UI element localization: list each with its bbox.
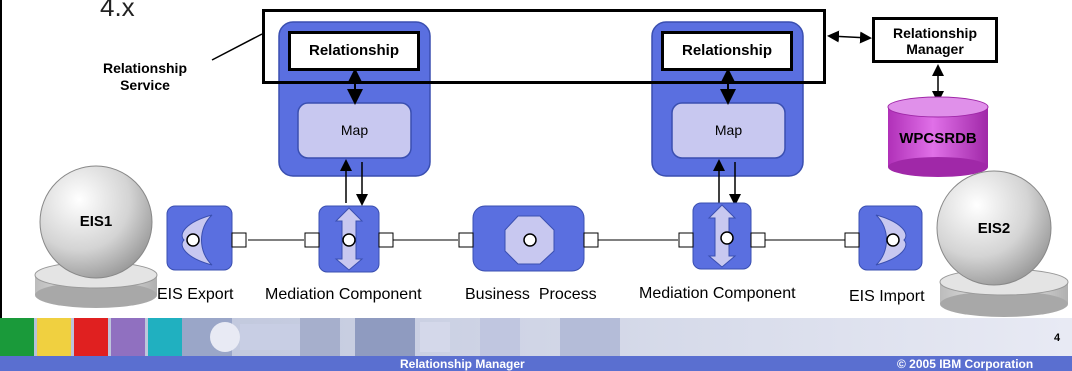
- footer-copyright: © 2005 IBM Corporation: [897, 357, 1034, 371]
- eis1-label: EIS1: [79, 213, 113, 230]
- business-process-component: [458, 205, 599, 272]
- left-map-label: Map: [340, 122, 369, 138]
- swatch-red: [74, 318, 108, 356]
- relationship-service-label: Relationship Service: [102, 60, 187, 93]
- service-pointer-line: [211, 33, 263, 61]
- swatch-green: [0, 318, 34, 356]
- mediation-right-label: Mediation Component: [639, 285, 796, 302]
- eis-import-label: EIS Import: [849, 288, 925, 305]
- footer-bar: [0, 356, 1072, 371]
- right-relationship-box: Relationship: [661, 31, 793, 71]
- mediation-left-label: Mediation Component: [265, 286, 422, 303]
- business-process-label: Business Process: [465, 286, 597, 303]
- photo-tile-2: [240, 324, 300, 350]
- eis1-system: [34, 165, 158, 308]
- swatch-teal: [148, 318, 182, 356]
- relationship-manager-box: Relationship Manager: [872, 17, 998, 63]
- footer-strip: [0, 318, 1072, 356]
- eis-export-component: [166, 205, 247, 271]
- page-title-fragment: 4.x: [100, 0, 135, 22]
- eis2-label: EIS2: [977, 220, 1011, 237]
- diagram-canvas: [34, 21, 1069, 317]
- left-relationship-box: Relationship: [288, 31, 420, 71]
- eis-export-label: EIS Export: [157, 286, 234, 303]
- left-border-rule: [0, 0, 2, 318]
- photo-tile-3: [300, 318, 340, 356]
- photo-tile-4: [355, 318, 415, 356]
- left-mediation-component: [304, 205, 394, 273]
- frame-to-manager-arrow: [827, 30, 872, 44]
- right-map-label: Map: [714, 122, 743, 138]
- eis2-system: [936, 170, 1069, 317]
- swatch-yellow: [37, 318, 71, 356]
- relationship-service-frame: [262, 9, 826, 84]
- database-label: WPCSRDB: [899, 130, 977, 147]
- database-cylinder: [887, 96, 989, 177]
- page-number: 4: [1054, 332, 1061, 344]
- swatch-purple: [111, 318, 145, 356]
- right-mediation-component: [678, 202, 766, 270]
- photo-tile-5: [420, 322, 450, 352]
- eis-import-component: [844, 205, 923, 271]
- footer-title: Relationship Manager: [400, 357, 525, 371]
- photo-tile-7: [560, 318, 620, 356]
- photo-tile-6: [480, 318, 520, 356]
